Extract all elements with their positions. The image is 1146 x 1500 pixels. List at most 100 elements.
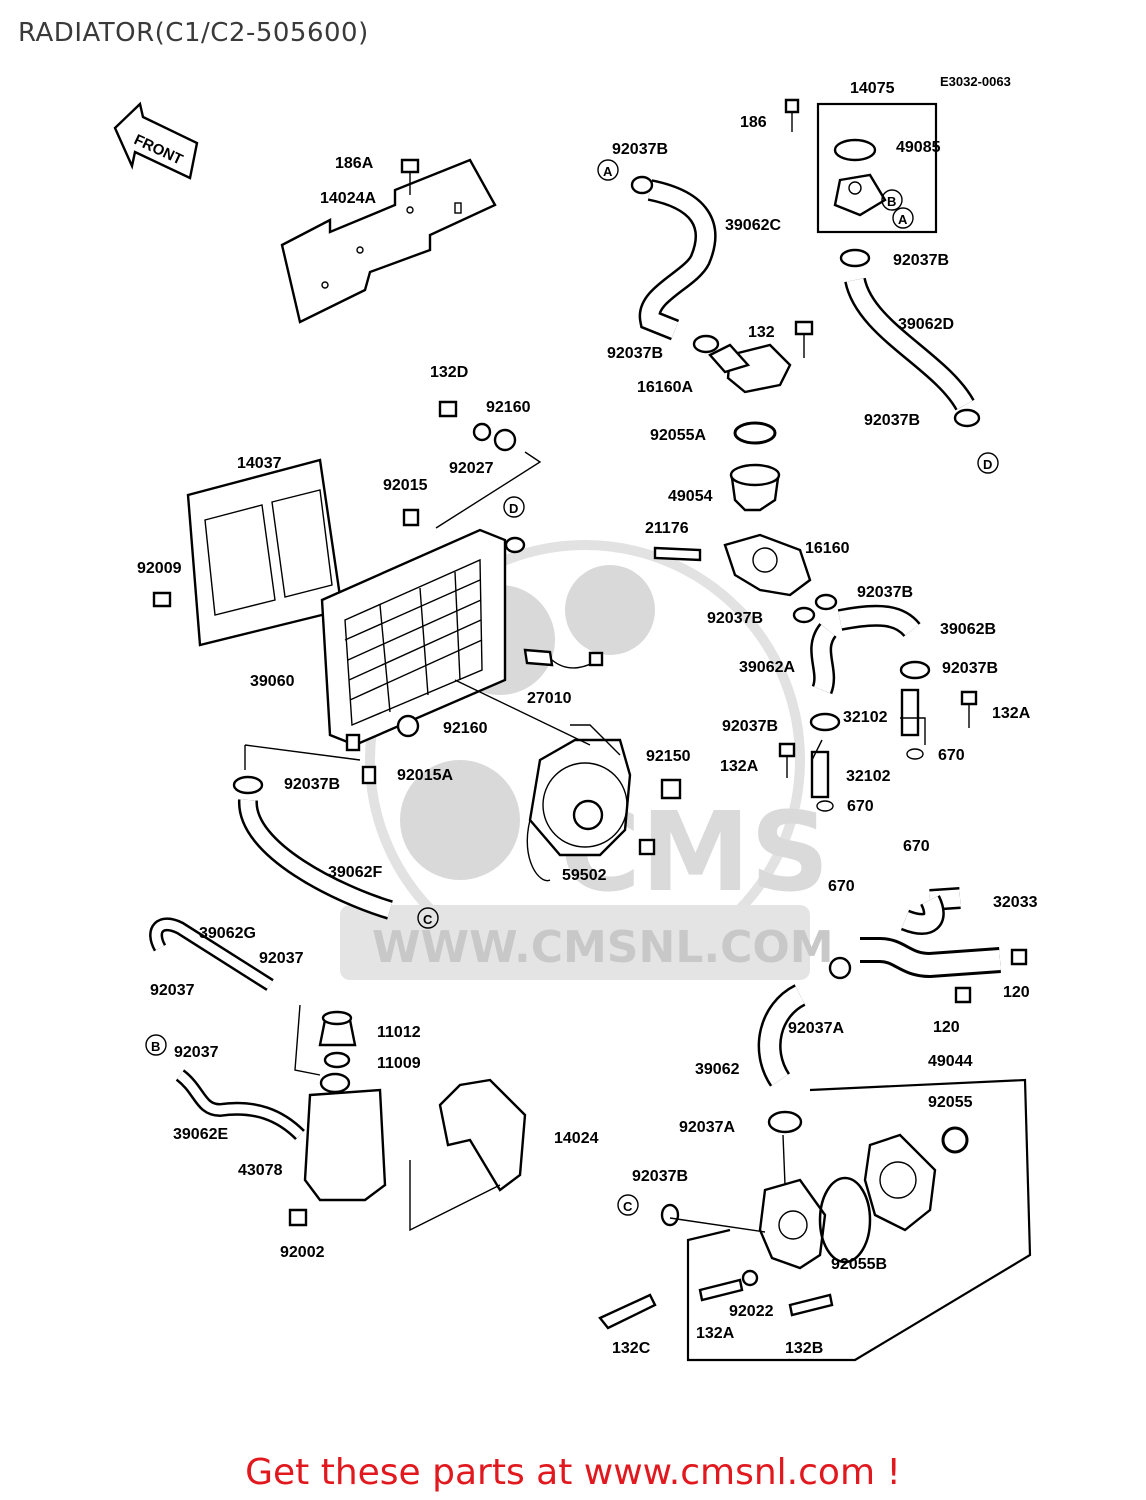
cover-14024 (438, 1078, 527, 1192)
part-label: 92037A (679, 1119, 735, 1136)
part-label: 186 (740, 114, 767, 131)
radiator-39060 (320, 528, 526, 752)
part-label: 32102 (846, 768, 891, 785)
reservoir-tank-43078 (288, 1010, 387, 1227)
heat-shield-14024a (280, 158, 497, 324)
svg-text:C: C (623, 1199, 633, 1214)
bottom-banner-link[interactable]: Get these parts at www.cmsnl.com ! (245, 1452, 901, 1493)
part-label: 92009 (137, 560, 182, 577)
svg-text:D: D (983, 457, 992, 472)
part-label: 186A (335, 155, 374, 172)
part-label: 39062G (199, 925, 256, 942)
svg-text:A: A (898, 212, 908, 227)
part-label: 49054 (668, 488, 713, 505)
svg-text:B: B (151, 1039, 160, 1054)
connector-b-icon: B (145, 1034, 167, 1056)
svg-text:C: C (423, 912, 433, 927)
part-label: 59502 (562, 867, 607, 884)
part-label: 92037B (284, 776, 340, 793)
connector-b-icon: B (881, 189, 903, 211)
filler-housing-14075 (784, 98, 938, 234)
part-label: 92037B (893, 252, 949, 269)
part-label: 11009 (377, 1055, 421, 1072)
hose-39062e (175, 1069, 305, 1141)
part-label: 39060 (250, 673, 295, 690)
part-label: 39062F (328, 864, 382, 881)
part-label: 132D (430, 364, 468, 381)
part-label: 39062C (725, 217, 781, 234)
fittings-32102 (778, 688, 978, 812)
connector-d-icon: D (503, 496, 525, 518)
part-label: 132A (720, 758, 759, 775)
svg-text:D: D (509, 501, 518, 516)
part-label: 16160 (805, 540, 850, 557)
part-label: 11012 (377, 1024, 421, 1041)
part-label: 21176 (645, 520, 689, 537)
part-label: 92037B (942, 660, 998, 677)
part-label: 92055A (650, 427, 706, 444)
part-label: 92022 (729, 1303, 774, 1320)
part-label: 92055B (831, 1256, 887, 1273)
part-label: 670 (903, 838, 930, 855)
part-label: 14075 (850, 80, 895, 97)
part-label: 120 (933, 1019, 960, 1036)
part-label: 92160 (443, 720, 488, 737)
part-label: 14024 (554, 1130, 599, 1147)
connector-c-icon: C (417, 907, 439, 929)
part-label: 14037 (237, 455, 282, 472)
part-label: 16160A (637, 379, 693, 396)
part-label: 39062D (898, 316, 954, 333)
hose-39062g (149, 917, 274, 991)
cms-watermark: CMS WWW.CMSNL.COM (340, 540, 834, 980)
connector-d-icon: D (977, 452, 999, 474)
part-label: 670 (938, 747, 965, 764)
part-label: 92037B (612, 141, 668, 158)
parts-diagram: CMS WWW.CMSNL.COM FRONT E3032-0063 (113, 74, 1038, 1362)
front-arrow-icon: FRONT (113, 101, 199, 180)
part-label: 39062A (739, 659, 795, 676)
part-label: 92037B (864, 412, 920, 429)
hose-39062d (839, 248, 981, 428)
watermark-url: WWW.CMSNL.COM (372, 922, 834, 973)
part-label: 92037A (788, 1020, 844, 1037)
thermostat-cover-16160a (708, 320, 814, 394)
hose-39062c (630, 175, 720, 354)
part-label: 49044 (928, 1053, 973, 1070)
part-label: 14024A (320, 190, 376, 207)
part-label: 92160 (486, 399, 531, 416)
part-label: 92037B (722, 718, 778, 735)
connector-markers: A B A D D C B C (145, 159, 999, 1216)
connector-a-icon: A (892, 207, 914, 229)
part-label: 39062 (695, 1061, 740, 1078)
part-label: 27010 (527, 690, 572, 707)
hose-39062f (232, 765, 393, 920)
grommets-92160 (396, 400, 517, 738)
thermostat-49054 (729, 463, 781, 512)
pipe-32033 (828, 887, 1028, 1004)
part-label: 132 (748, 324, 775, 341)
connector-a-icon: A (597, 159, 619, 181)
part-label: 92015 (383, 477, 428, 494)
svg-text:A: A (603, 164, 613, 179)
part-label: 92002 (280, 1244, 325, 1261)
svg-text:B: B (887, 194, 896, 209)
part-label: 43078 (238, 1162, 283, 1179)
part-label: 92037B (857, 584, 913, 601)
part-label: 132A (696, 1325, 735, 1342)
part-label: 132B (785, 1340, 823, 1357)
fan-switch-27010 (523, 648, 604, 669)
part-label: 92027 (449, 460, 494, 477)
part-label: 49085 (896, 139, 941, 156)
part-label: 39062B (940, 621, 996, 638)
o-ring-92055a (733, 421, 777, 445)
part-label: 132C (612, 1340, 651, 1357)
part-label: 39062E (173, 1126, 228, 1143)
part-label: 92150 (646, 748, 691, 765)
part-label: 92037 (150, 982, 195, 999)
water-pump-49044 (598, 984, 1032, 1362)
part-label: 670 (847, 798, 874, 815)
part-label: 32033 (993, 894, 1038, 911)
part-label: 92055 (928, 1094, 973, 1111)
fan-59502 (526, 724, 682, 882)
part-label: 92037 (259, 950, 304, 967)
